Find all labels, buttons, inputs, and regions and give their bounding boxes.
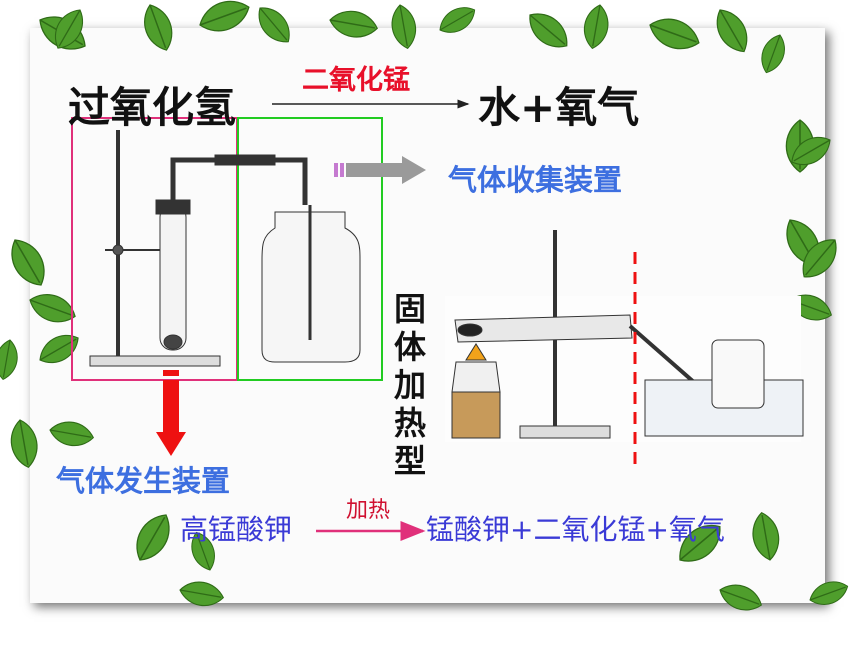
solid-heating-type-label: 固体加热型 xyxy=(393,290,426,480)
iron-stand xyxy=(89,130,221,367)
reaction1-products: 水+氧气 xyxy=(478,83,640,132)
reaction2-products: 锰酸钾+二氧化锰+氧气 xyxy=(426,513,725,546)
test-tube xyxy=(155,154,308,351)
collection-apparatus-box xyxy=(237,117,383,381)
reaction2-reactant: 高锰酸钾 xyxy=(180,513,293,546)
alcohol-lamp xyxy=(451,343,501,439)
water-trough xyxy=(644,339,804,437)
generation-arrow xyxy=(156,370,186,456)
reaction1-catalyst: 二氧化锰 xyxy=(302,65,410,96)
generation-apparatus-label: 气体发生装置 xyxy=(56,464,231,498)
collection-arrow xyxy=(334,156,426,184)
reaction2-condition: 加热 xyxy=(346,498,391,523)
gas-jar xyxy=(261,205,361,363)
reaction1-reactant: 过氧化氢 xyxy=(68,83,237,132)
collection-apparatus-label: 气体收集装置 xyxy=(448,163,623,197)
